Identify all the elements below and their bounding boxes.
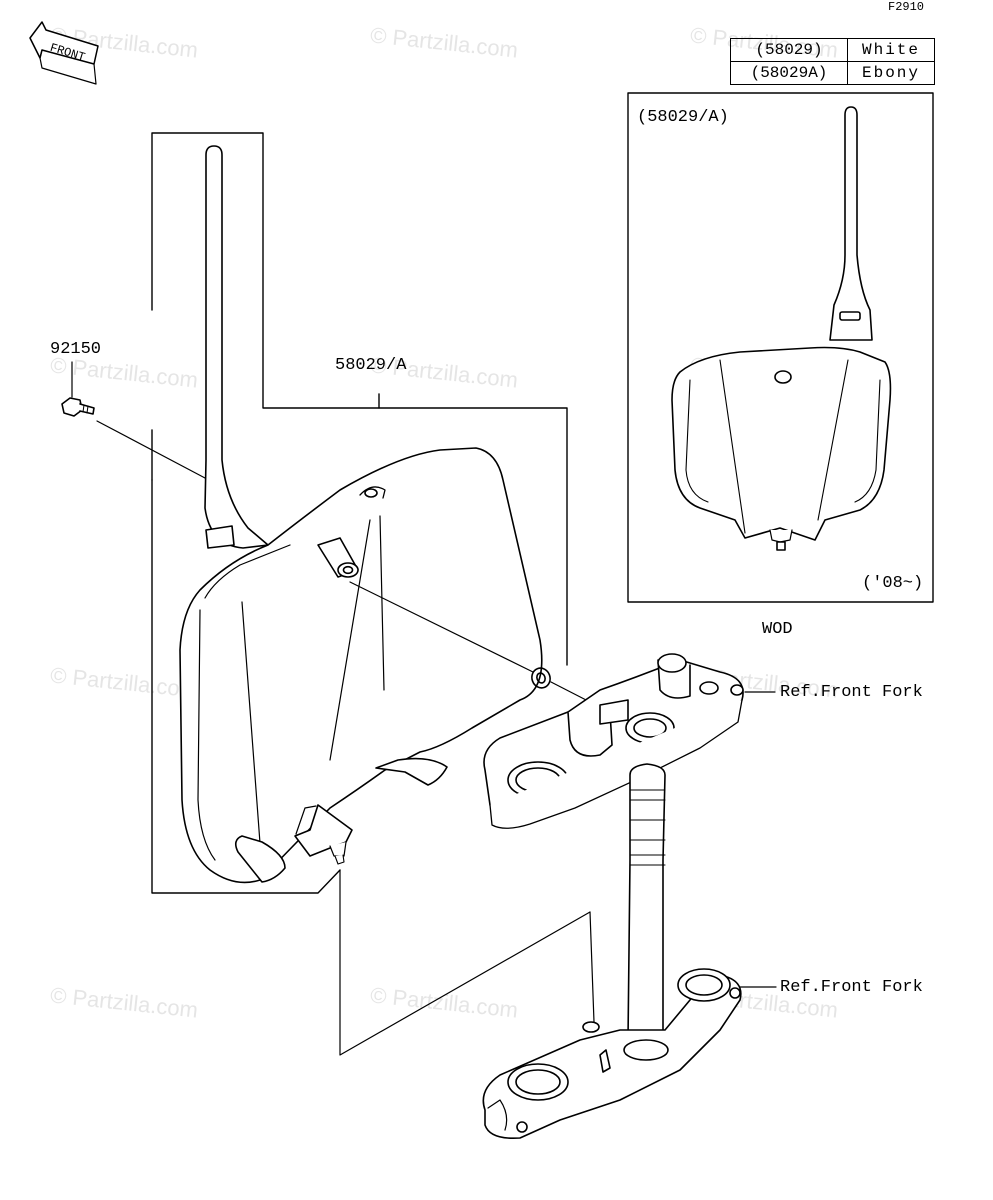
inset-number-plate <box>671 106 892 551</box>
figure-id: F2910 <box>888 0 925 14</box>
plate-part-number: 58029/A <box>335 356 407 375</box>
front-arrow-icon: FRONT <box>29 21 99 85</box>
inset-part-code: (58029/A) <box>637 108 729 127</box>
number-plate <box>179 145 543 884</box>
ref-front-fork-upper: Ref.Front Fork <box>780 683 923 702</box>
inset-year: ('08~) <box>862 574 924 593</box>
lower-triple-clamp <box>482 968 742 1140</box>
bolt <box>61 397 95 417</box>
color-name: White <box>847 38 935 62</box>
inset-box <box>627 92 934 603</box>
leader-lines <box>71 361 777 1056</box>
color-row: (58029A) Ebony <box>730 61 935 85</box>
bolt-part-number: 92150 <box>50 340 102 359</box>
assembly-bracket <box>151 132 568 894</box>
steering-stem <box>627 763 666 1061</box>
washer <box>531 667 551 689</box>
inset-caption: WOD <box>762 620 793 639</box>
color-row: (58029) White <box>730 38 935 62</box>
part-code: (58029A) <box>730 61 848 85</box>
color-name: Ebony <box>847 61 935 85</box>
ref-front-fork-lower: Ref.Front Fork <box>780 978 923 997</box>
color-table: (58029) White (58029A) Ebony <box>730 38 935 85</box>
part-code: (58029) <box>730 38 848 62</box>
